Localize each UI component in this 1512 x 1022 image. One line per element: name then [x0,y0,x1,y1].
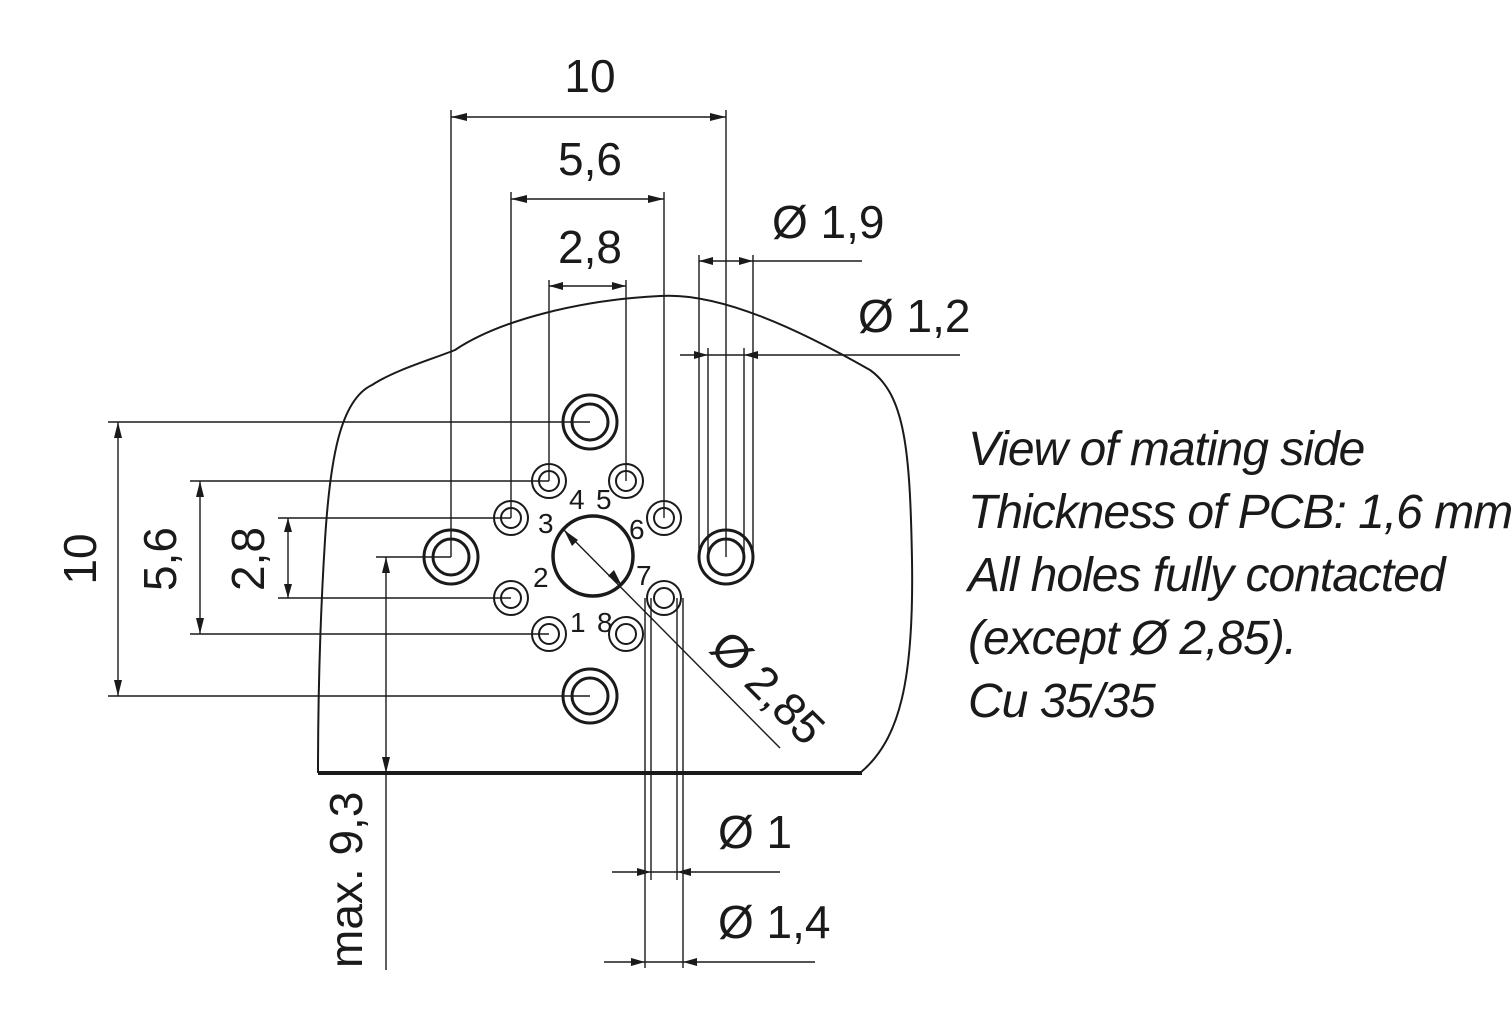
dim-left-inner: 2,8 [222,517,511,599]
pcb-outline [317,294,914,774]
dim-max-height-label: max. 9,3 [320,792,372,968]
dim-pad-outer-label: Ø 1,9 [772,196,885,248]
note-exception: (except Ø 2,85). [968,612,1297,665]
dim-left-outer: 10 [54,421,590,697]
dim-pad-hole-label: Ø 1,2 [858,290,971,342]
dim-small-hole-diameter: Ø 1 [612,598,792,880]
pin-label-1: 1 [570,607,586,638]
pin-label-4: 4 [569,484,585,515]
dim-left-inner-label: 2,8 [222,527,274,591]
pin-label-3: 3 [538,508,554,539]
dim-top-outer-label: 10 [564,50,615,102]
pin-label-8: 8 [597,607,613,638]
pin-label-5: 5 [596,484,612,515]
dim-top-inner-label: 2,8 [558,221,622,273]
dim-top-inner: 2,8 [548,221,627,481]
dim-small-hole-label: Ø 1 [718,806,792,858]
contact-pad-8 [608,616,644,652]
dim-pad-outer-diameter: Ø 1,9 [698,196,885,557]
center-hole [551,514,635,598]
note-copper: Cu 35/35 [968,675,1156,728]
contact-pad-7 [646,580,682,616]
dim-top-mid: 5,6 [510,133,665,518]
dim-left-outer-label: 10 [54,533,106,584]
dim-left-mid-label: 5,6 [134,527,186,591]
pin-label-2: 2 [533,562,549,593]
note-pcb-thickness: Thickness of PCB: 1,6 mm [968,486,1512,539]
note-holes-contacted: All holes fully contacted [968,549,1446,602]
dim-center-hole-label: Ø 2,85 [701,620,835,754]
notes-block: View of mating side Thickness of PCB: 1,… [968,418,1512,733]
dim-left-mid: 5,6 [134,480,549,635]
pin-label-7: 7 [636,560,652,591]
pin-label-6: 6 [629,514,645,545]
dim-pad-hole-diameter: Ø 1,2 [680,290,971,557]
dim-max-height: max. 9,3 [320,556,451,970]
note-view-side: View of mating side [968,423,1365,476]
dim-small-pad-label: Ø 1,4 [718,896,831,948]
dim-small-pad-diameter: Ø 1,4 [604,598,831,968]
dim-top-outer: 10 [450,50,727,557]
dim-top-mid-label: 5,6 [558,133,622,185]
